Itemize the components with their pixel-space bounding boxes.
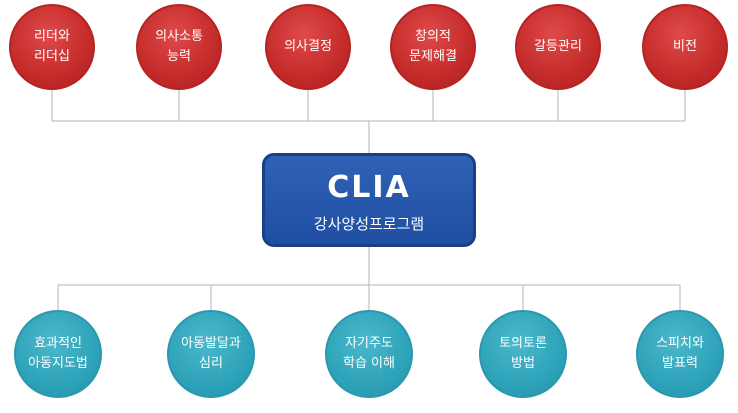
bottom-node-debate-method: 토의토론 방법: [479, 310, 567, 398]
top-node-creative-problem-solving: 창의적 문제해결: [390, 4, 476, 90]
top-node-label: 의사소통 능력: [155, 29, 203, 64]
top-node-communication: 의사소통 능력: [136, 4, 222, 90]
top-node-label: 의사결정: [284, 39, 332, 54]
top-node-conflict-management: 갈등관리: [515, 4, 601, 90]
top-node-label: 창의적 문제해결: [409, 29, 457, 64]
bottom-node-label: 효과적인 아동지도법: [28, 336, 88, 371]
top-node-label: 갈등관리: [534, 39, 582, 54]
bottom-node-child-guidance: 효과적인 아동지도법: [14, 310, 102, 398]
center-title: CLIA: [327, 170, 411, 205]
bottom-node-self-directed-learning: 자기주도 학습 이해: [325, 310, 413, 398]
top-node-decision-making: 의사결정: [265, 4, 351, 90]
center-subtitle: 강사양성프로그램: [313, 215, 425, 233]
bottom-node-child-development: 아동발달과 심리: [167, 310, 255, 398]
top-node-label: 리더와 리더십: [34, 29, 70, 64]
bottom-node-label: 스피치와 발표력: [656, 336, 704, 371]
top-node-label: 비전: [673, 39, 697, 54]
bottom-node-label: 토의토론 방법: [499, 336, 547, 371]
bottom-node-label: 자기주도 학습 이해: [343, 336, 395, 371]
center-program-box: CLIA 강사양성프로그램: [262, 153, 476, 247]
top-node-vision: 비전: [642, 4, 728, 90]
bottom-node-label: 아동발달과 심리: [181, 336, 241, 371]
bottom-node-speech-presentation: 스피치와 발표력: [636, 310, 724, 398]
top-node-leadership: 리더와 리더십: [9, 4, 95, 90]
